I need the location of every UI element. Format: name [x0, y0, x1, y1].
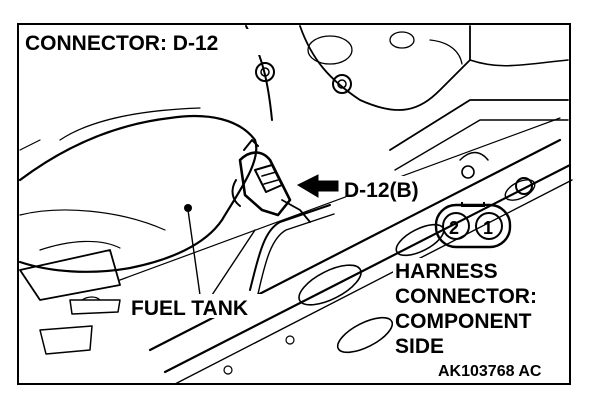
- pin-1-cavity: [475, 212, 503, 240]
- pin-2-number: 2: [449, 218, 459, 238]
- connector-d12-body: [231, 139, 311, 223]
- harness-caption-line3: COMPONENT: [395, 310, 532, 333]
- fuel-tank-leader-2: [211, 229, 256, 296]
- fuel-tank-leader-1: [187, 209, 201, 296]
- pin-1-number: 1: [483, 218, 493, 238]
- pin-2-cavity: [442, 212, 470, 240]
- pointer-arrow: [296, 174, 339, 198]
- connector-ref-label: D-12(B): [344, 179, 419, 202]
- diagram-frame: [17, 23, 571, 385]
- harness-connector-face: [434, 202, 512, 249]
- figure-id: AK103768 AC: [438, 363, 542, 380]
- fuel-line: [249, 204, 331, 291]
- mount-bolt-top-left: [255, 62, 275, 82]
- harness-caption-line2: CONNECTOR:: [395, 285, 537, 308]
- underbody-illustration: [18, 25, 573, 385]
- diagram-title: CONNECTOR: D-12: [25, 32, 218, 55]
- harness-caption-line4: SIDE: [395, 335, 444, 358]
- fuel-tank-outline: [18, 114, 258, 273]
- mount-bolt-top-right: [332, 74, 352, 94]
- fuel-tank-marker-dot: [184, 204, 192, 212]
- harness-caption-line1: HARNESS: [395, 260, 498, 283]
- fuel-tank-label: FUEL TANK: [131, 297, 248, 320]
